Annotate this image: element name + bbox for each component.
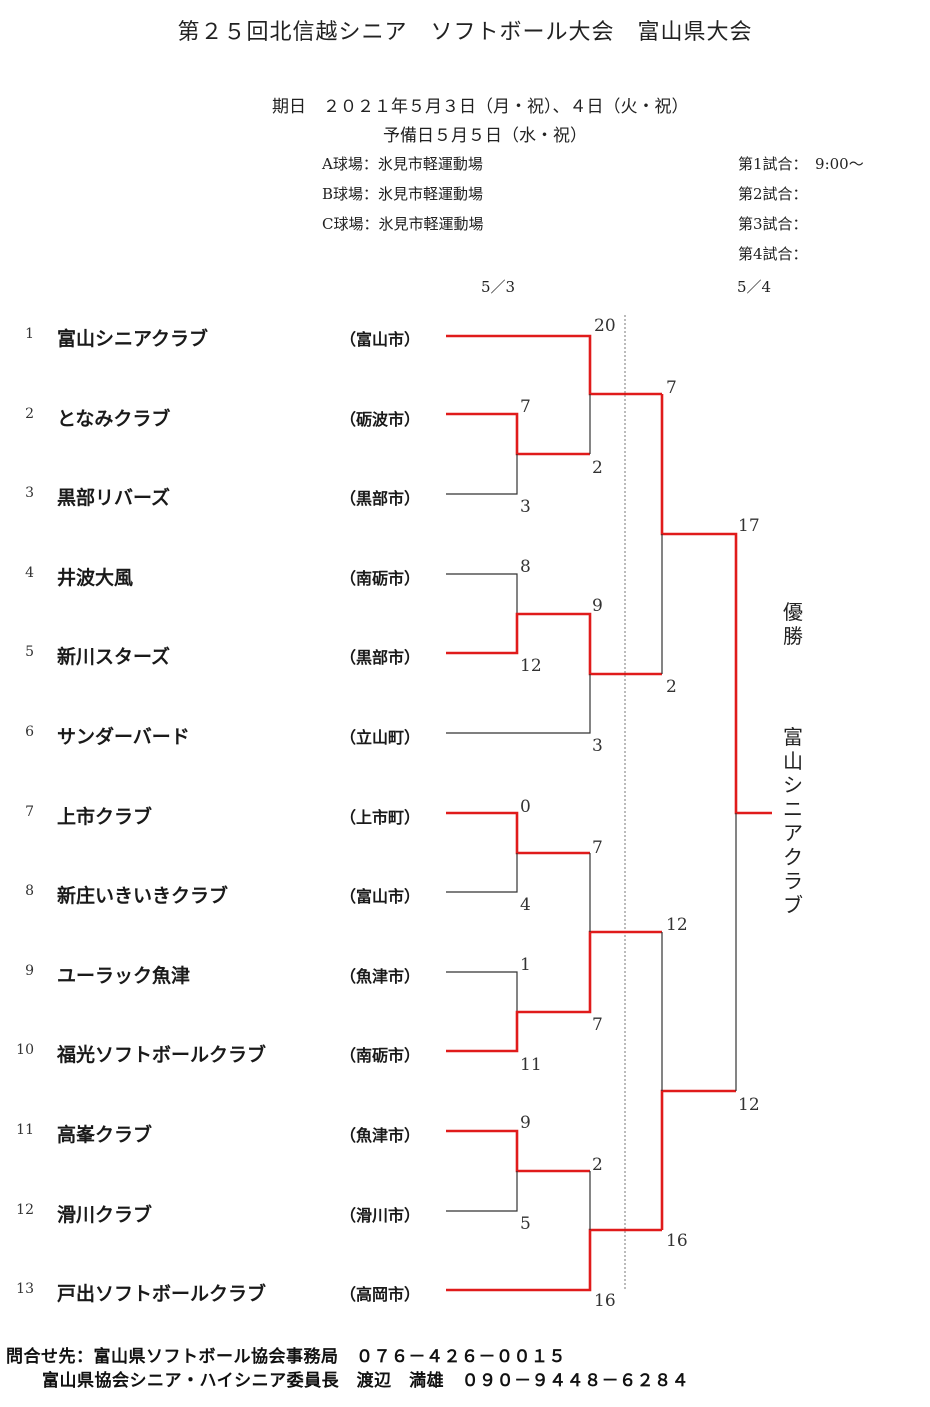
team-name: 新庄いきいきクラブ (57, 885, 229, 908)
team-number: 4 (25, 564, 34, 581)
score-label: 7 (592, 838, 603, 858)
team-name: 滑川クラブ (57, 1203, 153, 1226)
contact-line-2: 富山県協会シニア・ハイシニア委員長 渡辺 満雄 ０９０－９４４８－６２８４ (42, 1371, 690, 1391)
team-number: 2 (25, 405, 34, 422)
bracket-line-team-8 (446, 853, 518, 893)
score-label: 2 (592, 458, 603, 478)
bracket-line-team-2 (446, 412, 590, 456)
bracket-line-team-10 (446, 930, 662, 1053)
champion-team: 富山シニアクラブ (783, 725, 803, 917)
team-name: 富山シニアクラブ (57, 328, 209, 350)
team-name: 戸出ソフトボールクラブ (57, 1283, 267, 1306)
page-title: 第２５回北信越シニア ソフトボール大会 富山県大会 (177, 20, 753, 45)
score-label: 16 (666, 1231, 688, 1251)
contact-line-1: 問合せ先：富山県ソフトボール協会事務局 ０７６－４２６－００１５ (6, 1347, 566, 1367)
team-city: （高岡市） (340, 1285, 421, 1305)
venue-a: A球場：氷見市軽運動場 (322, 155, 483, 173)
bracket-line-team-11 (446, 1129, 590, 1173)
score-label: 0 (520, 797, 531, 817)
score-label: 7 (666, 378, 677, 398)
venue-c: C球場：氷見市軽運動場 (322, 215, 484, 233)
match-2: 第2試合： (738, 185, 808, 203)
team-number: 7 (25, 803, 34, 820)
team-name: サンダーバード (57, 726, 190, 748)
score-label: 2 (666, 677, 677, 697)
team-number: 6 (25, 724, 34, 740)
schedule-date: 期日 ２０２１年５月３日（月・祝）、４日（火・祝） (272, 97, 689, 117)
team-city: （黒部市） (340, 648, 421, 668)
score-label: 17 (738, 516, 760, 536)
score-label: 12 (666, 915, 688, 935)
bracket-line-team-4 (446, 573, 518, 614)
team-number: 10 (16, 1042, 34, 1059)
team-city: （魚津市） (340, 966, 421, 986)
bracket-line-team-13 (446, 1228, 662, 1292)
bracket-line-team-6 (446, 674, 591, 734)
team-city: （立山町） (340, 728, 421, 747)
score-label: 9 (592, 596, 603, 616)
venue-b: B球場：氷見市軽運動場 (322, 185, 484, 203)
score-label: 2 (592, 1155, 603, 1175)
team-name: となみクラブ (57, 407, 171, 430)
round-date-2: 5／4 (737, 278, 772, 296)
team-number: 11 (16, 1122, 34, 1138)
score-label: 5 (520, 1214, 531, 1234)
bracket-line-semifinal-bottom (660, 1089, 736, 1230)
team-city: （上市町） (340, 807, 421, 827)
score-label: 7 (520, 397, 531, 417)
score-label: 1 (520, 955, 531, 975)
score-label: 16 (594, 1291, 616, 1311)
team-city: （砺波市） (340, 409, 421, 429)
team-name: 井波大風 (57, 566, 134, 589)
score-label: 12 (738, 1095, 760, 1115)
team-city: （富山市） (340, 330, 421, 349)
score-label: 9 (520, 1113, 531, 1133)
bracket-line-team-5 (446, 612, 662, 676)
team-number: 1 (25, 326, 34, 342)
bracket-line-team-1 (446, 334, 662, 396)
team-name: ユーラック魚津 (57, 964, 191, 987)
team-name: 上市クラブ (57, 805, 153, 828)
bracket-line-team-3 (446, 454, 518, 495)
score-label: 7 (592, 1015, 603, 1035)
score-label: 4 (520, 895, 531, 915)
team-city: （黒部市） (340, 489, 421, 509)
match-1: 第1試合： 9:00～ (738, 155, 864, 173)
team-name: 黒部リバーズ (57, 487, 171, 510)
bracket-line-team-9 (446, 971, 518, 1012)
score-label: 20 (594, 316, 616, 336)
bracket-line-team-12 (446, 1171, 518, 1212)
team-city: （南砺市） (340, 1046, 421, 1066)
team-city: （富山市） (340, 887, 421, 907)
score-label: 8 (520, 557, 531, 577)
match-4: 第4試合： (738, 245, 808, 263)
score-label: 11 (520, 1055, 542, 1075)
bracket-line-team-7 (446, 811, 590, 855)
team-number: 3 (25, 485, 34, 502)
match-3: 第3試合： (738, 215, 808, 233)
team-number: 5 (25, 644, 34, 661)
team-city: （南砺市） (340, 568, 421, 588)
team-number: 8 (25, 883, 34, 900)
team-city: （滑川市） (340, 1205, 421, 1225)
team-name: 高峯クラブ (57, 1124, 153, 1146)
team-number: 9 (25, 962, 34, 979)
round-date-1: 5／3 (481, 278, 516, 296)
champion-label: 優勝 (783, 600, 803, 648)
score-label: 3 (592, 736, 603, 756)
score-label: 3 (520, 497, 531, 517)
team-city: （魚津市） (340, 1126, 421, 1145)
score-label: 12 (520, 656, 542, 676)
team-name: 福光ソフトボールクラブ (57, 1044, 267, 1067)
team-name: 新川スターズ (57, 646, 171, 669)
bracket-line-final-winner (660, 394, 772, 815)
team-number: 13 (16, 1281, 34, 1298)
schedule-reserve: 予備日５月５日（水・祝） (383, 126, 587, 146)
team-number: 12 (16, 1201, 34, 1218)
